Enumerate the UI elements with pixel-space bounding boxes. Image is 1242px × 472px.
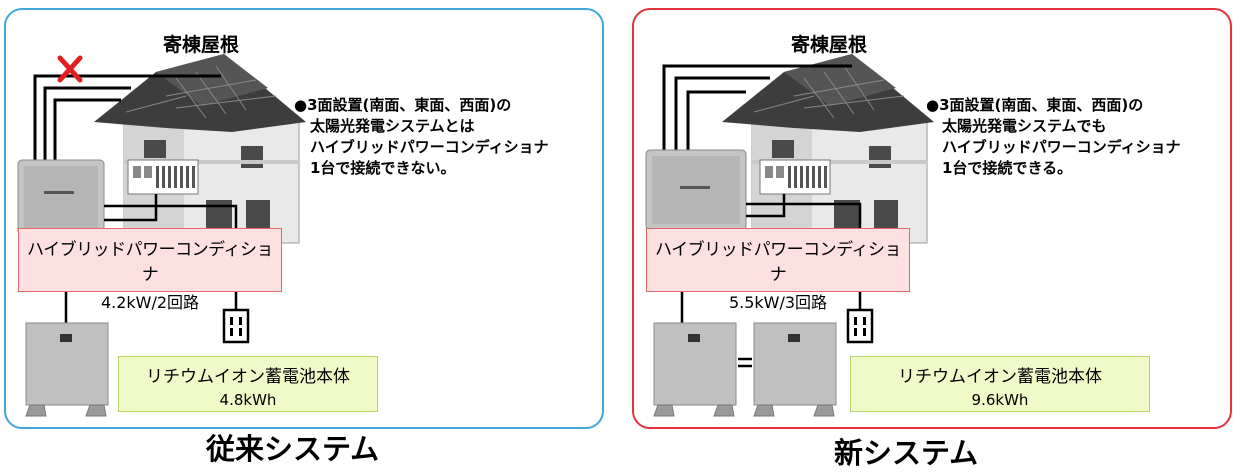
- power-conditioner-spec: 5.5kW/3回路: [728, 293, 828, 312]
- battery-unit: [25, 322, 109, 417]
- system-description: ●3面設置(南面、東面、西面)の 太陽光発電システムでも ハイブリッドパワーコン…: [926, 95, 1226, 179]
- description-line: 1台で接続できない。: [310, 159, 456, 177]
- house-illustration: [94, 54, 306, 244]
- battery-name: リチウムイオン蓄電池本体: [146, 367, 350, 387]
- roof-type-label: 寄棟屋根: [162, 34, 239, 56]
- outlet-icon: [846, 308, 874, 344]
- outlet-icon: [222, 308, 250, 344]
- power-conditioner-spec: 4.2kW/2回路: [100, 293, 200, 312]
- not-connectable-x-mark: [57, 55, 83, 83]
- old-system-title: 従来システム: [206, 432, 380, 466]
- new-system-panel: 寄棟屋根 ●3面設置(南面、東面、西面)の 太陽光発電システムでも ハイブリッド…: [632, 8, 1232, 429]
- ac-wires: [64, 194, 238, 323]
- solar-wires: [33, 74, 221, 168]
- description-line: ハイブリッドパワーコンディショナ: [310, 138, 549, 156]
- description-line: 1台で接続できる。: [942, 159, 1073, 177]
- battery-name: リチウムイオン蓄電池本体: [898, 367, 1102, 387]
- power-conditioner-label-box: ハイブリッドパワーコンディショナ 5.5kW/3回路: [646, 228, 910, 312]
- new-system-diagram: [645, 54, 934, 417]
- distribution-board: [759, 159, 831, 195]
- distribution-board: [127, 159, 199, 195]
- system-description: ●3面設置(南面、東面、西面)の 太陽光発電システムとは ハイブリッドパワーコン…: [294, 95, 594, 179]
- battery-spec: 4.8kWh: [219, 391, 277, 409]
- old-system-panel: 寄棟屋根 ●3面設置(南面、東面、西面)の 太陽光発電システムとは ハイブリッド…: [4, 8, 604, 429]
- power-conditioner-unit: [645, 149, 747, 231]
- description-line: 太陽光発電システムとは: [310, 117, 475, 135]
- power-conditioner-unit: [17, 159, 105, 236]
- battery-spec: 9.6kWh: [971, 391, 1029, 409]
- battery-label-box: リチウムイオン蓄電池本体 9.6kWh: [850, 356, 1150, 412]
- battery-unit-second: [753, 322, 837, 417]
- description-line: ハイブリッドパワーコンディショナ: [942, 138, 1181, 156]
- battery-link: [738, 357, 752, 368]
- power-conditioner-name: ハイブリッドパワーコンディショナ: [27, 240, 273, 285]
- solar-wires: [662, 64, 852, 152]
- house-illustration: [722, 54, 934, 244]
- power-conditioner-name: ハイブリッドパワーコンディショナ: [655, 240, 901, 285]
- description-line: ●3面設置(南面、東面、西面)の: [926, 96, 1144, 114]
- description-line: ●3面設置(南面、東面、西面)の: [294, 96, 512, 114]
- power-conditioner-label-box: ハイブリッドパワーコンディショナ 4.2kW/2回路: [18, 228, 282, 312]
- roof-type-label: 寄棟屋根: [790, 34, 867, 56]
- battery-unit: [653, 322, 737, 417]
- new-system-title: 新システム: [834, 436, 979, 470]
- ac-wires: [680, 194, 862, 323]
- battery-label-box: リチウムイオン蓄電池本体 4.8kWh: [118, 356, 378, 412]
- description-line: 太陽光発電システムでも: [942, 117, 1107, 135]
